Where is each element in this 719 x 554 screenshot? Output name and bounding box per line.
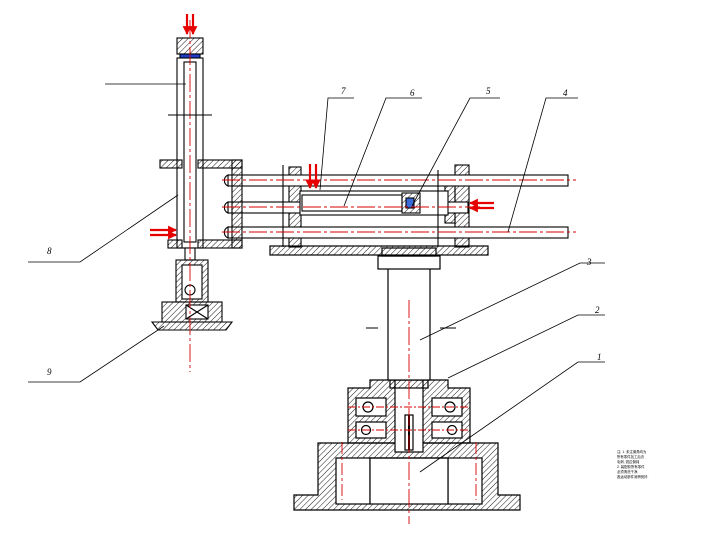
note-line: 所有零件加工后去 [617, 454, 645, 459]
callout-1: 1 [597, 352, 602, 362]
callout-labels: 1 2 3 4 5 6 7 8 9 [47, 86, 602, 377]
arrow-arm-left-inlet [305, 164, 321, 189]
callout-7: 7 [341, 86, 346, 96]
note-line: 必须清洗干净, [617, 469, 638, 474]
note-line: 毛刺, 锐边倒钝 [617, 459, 640, 464]
callout-6: 6 [410, 88, 415, 98]
callout-2: 2 [595, 305, 600, 315]
note-line: 2. 装配前所有零件 [617, 464, 645, 469]
base-housing [293, 442, 521, 511]
callout-4: 4 [563, 88, 568, 98]
arrow-top-inlet [182, 14, 198, 35]
horizontal-arm [223, 164, 569, 248]
pressure-arrows [150, 14, 494, 240]
callout-5: 5 [486, 86, 491, 96]
note-line: 注: 1. 未注倒角均为 [617, 449, 647, 454]
axis-ticks [168, 114, 456, 329]
arm-plate [269, 245, 489, 256]
callout-8: 8 [47, 246, 52, 256]
arrow-arm-right-inlet [469, 198, 494, 213]
technical-notes: 注: 1. 未注倒角均为 所有零件加工后去 毛刺, 锐边倒钝 2. 装配前所有零… [617, 449, 649, 479]
leader-lines [28, 83, 605, 473]
note-line: 各运动部件润滑良好. [617, 474, 649, 479]
callout-3: 3 [586, 257, 592, 267]
centerlines [189, 20, 576, 524]
arrow-lower-inlet [150, 225, 177, 240]
callout-9: 9 [47, 367, 52, 377]
